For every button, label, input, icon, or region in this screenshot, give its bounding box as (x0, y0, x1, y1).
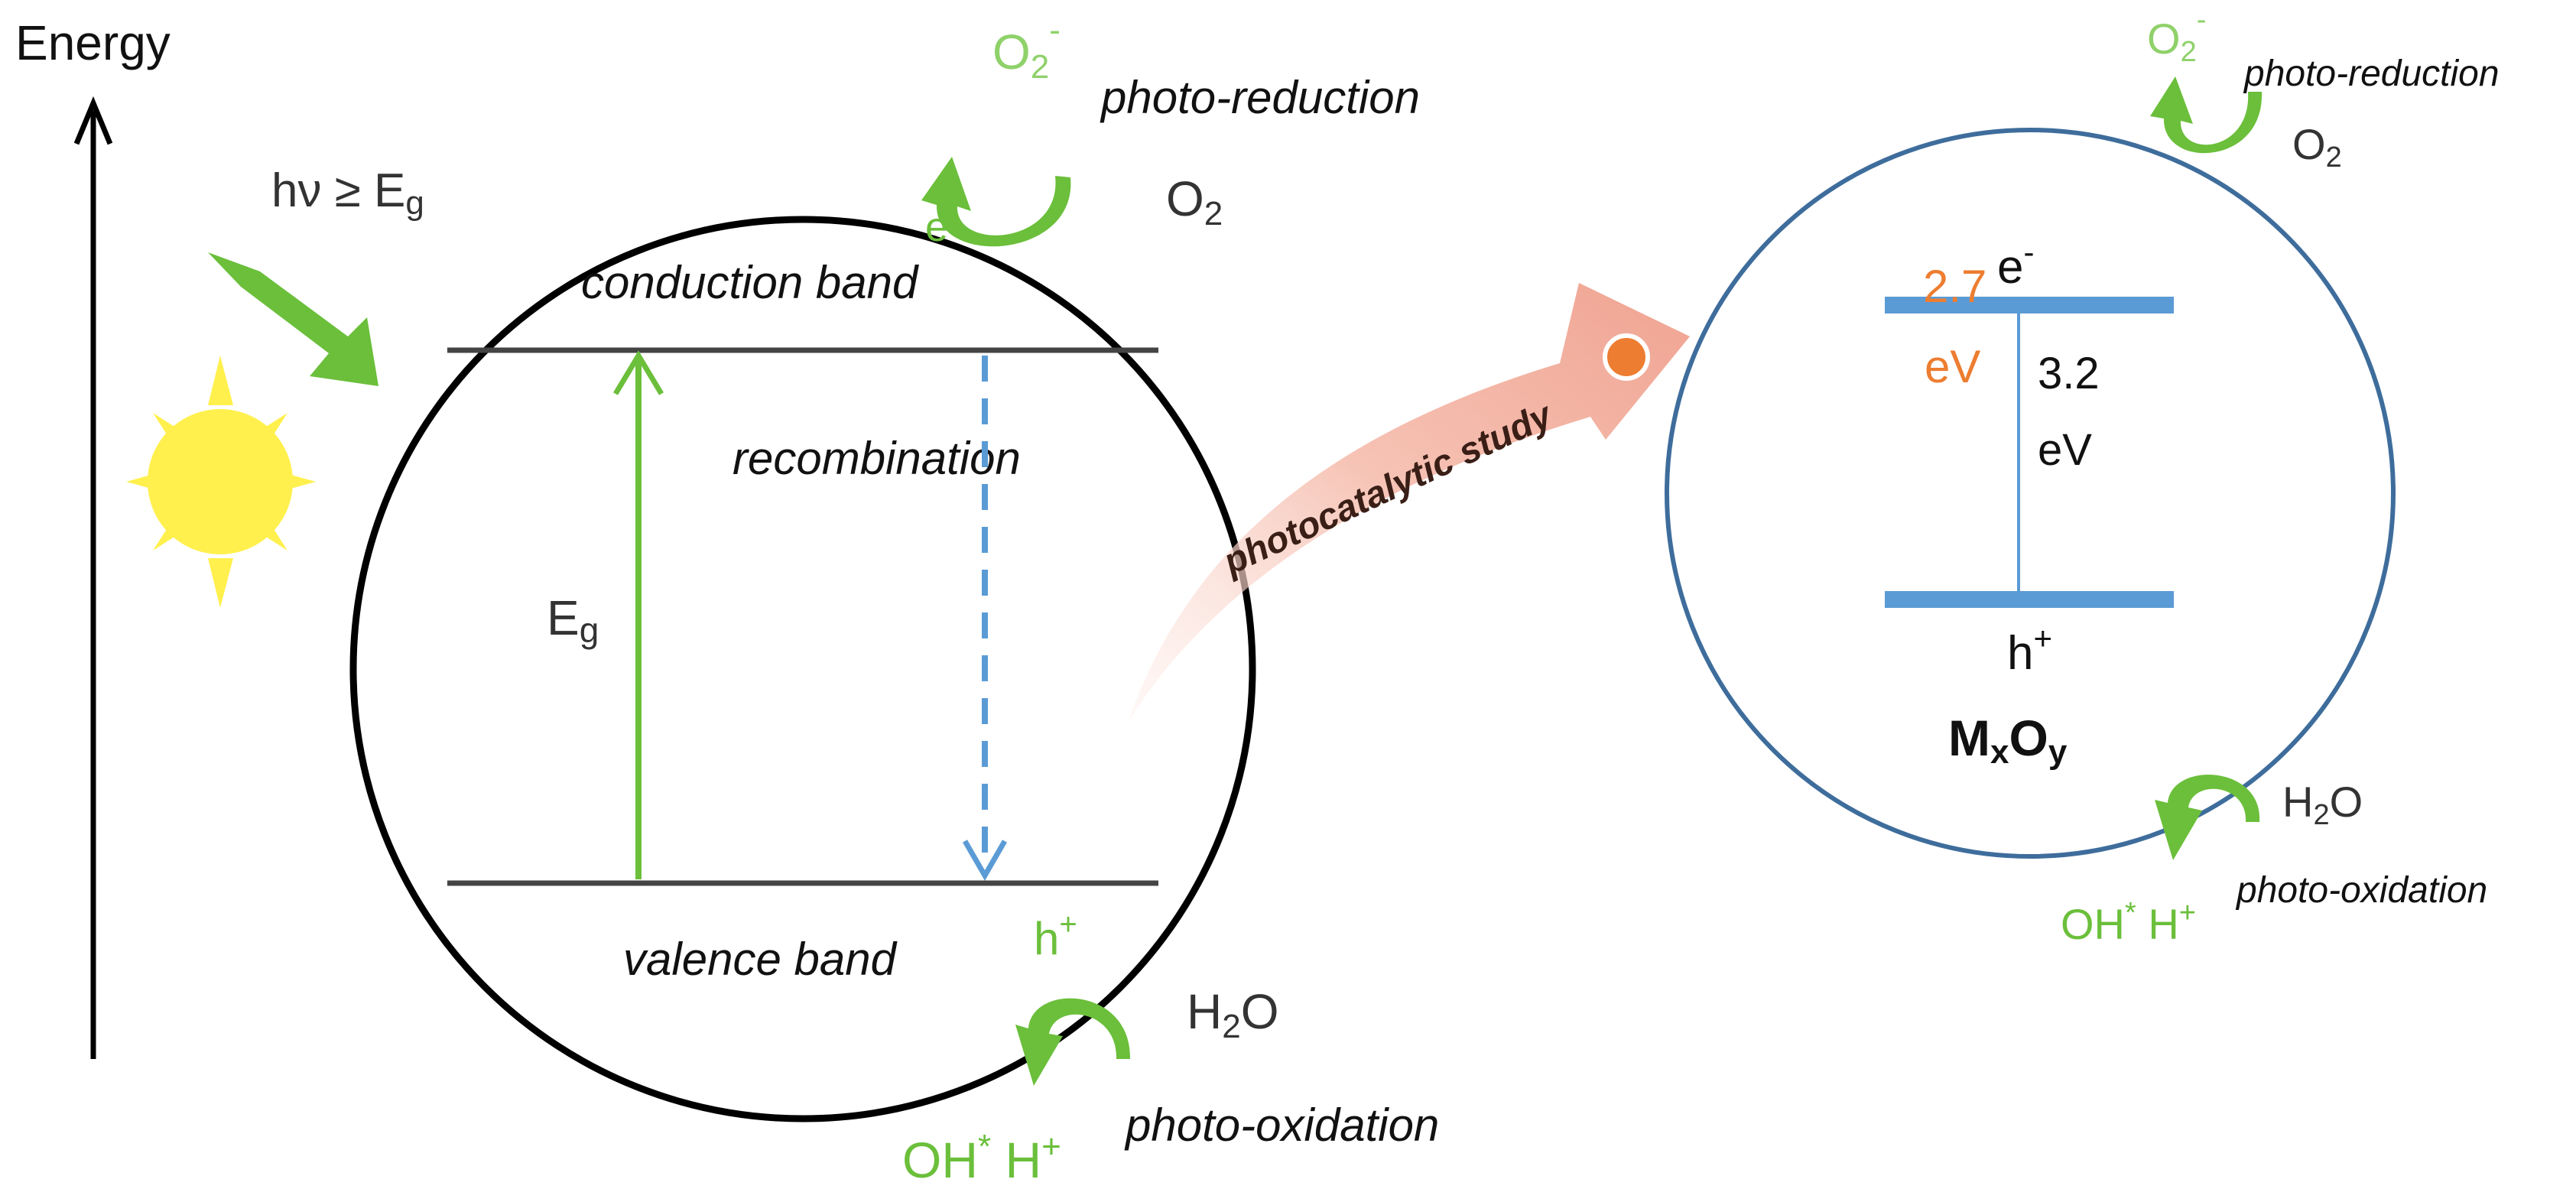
left-superoxide-label: O2- (992, 11, 1061, 86)
light-arrow-icon (208, 252, 378, 386)
catalyst-dot-icon (1603, 333, 1650, 381)
material-cb-value: 2.7 (1923, 261, 1986, 312)
right-reduction-group: O2- O2 photo-reduction (2147, 4, 2500, 174)
material-gap-unit: eV (2038, 425, 2092, 475)
photon-energy-label: hν ≥ Eg (271, 164, 424, 222)
right-hydroxyl-label: OH* H+ (2061, 897, 2196, 948)
right-oxidation-group: H2O OH* H+ photo-oxidation (2061, 775, 2487, 948)
recombination-label: recombination (733, 433, 1021, 484)
left-electron-label: e- (925, 197, 958, 250)
left-oxygen-label: O2 (1166, 171, 1223, 232)
metal-oxide-particle (1665, 128, 2396, 859)
valence-band-label: valence band (623, 934, 898, 985)
material-valence-band (1885, 591, 2174, 608)
left-hole-label: h+ (1034, 908, 1077, 964)
energy-axis-label: Energy (15, 15, 171, 70)
right-photo-oxidation-label: photo-oxidation (2235, 870, 2487, 911)
sun-icon (126, 356, 316, 608)
material-conduction-band (1885, 297, 2174, 313)
right-water-label: H2O (2282, 778, 2363, 831)
right-superoxide-label: O2- (2147, 4, 2206, 68)
left-water-label: H2O (1187, 984, 1278, 1045)
left-reduction-group: O2- O2 e- photo-reduction (921, 11, 1420, 250)
right-oxygen-label: O2 (2292, 120, 2342, 174)
material-hole-label: h+ (2007, 620, 2052, 680)
material-electron-label: e- (1997, 234, 2034, 294)
conduction-band-label: conduction band (581, 257, 919, 308)
excitation-arrow (612, 350, 664, 879)
energy-axis: Energy (15, 15, 171, 1059)
band-gap-label: Eg (547, 590, 599, 650)
right-photo-reduction-label: photo-reduction (2243, 54, 2500, 94)
left-oxidation-curved-arrow-icon (1015, 998, 1131, 1086)
material-gap-value: 3.2 (2038, 349, 2100, 398)
left-oxidation-group: H2O h+ OH* H+ photo-oxidation (902, 908, 1439, 1188)
recombination-arrow (962, 356, 1008, 881)
right-reduction-curved-arrow-icon (2150, 76, 2263, 154)
left-reduction-curved-arrow-icon (921, 157, 1071, 247)
left-hydroxyl-label: OH* H+ (902, 1128, 1061, 1188)
photocatalytic-study-arrow: photocatalytic study (1128, 283, 1690, 723)
semiconductor-particle (349, 216, 1256, 1122)
left-photo-reduction-label: photo-reduction (1100, 72, 1420, 123)
right-oxidation-curved-arrow-icon (2155, 775, 2260, 860)
material-cb-unit: eV (1925, 341, 1980, 392)
material-formula: MxOy (1948, 710, 2068, 771)
photocatalytic-study-label: photocatalytic study (1216, 395, 1559, 583)
left-photo-oxidation-label: photo-oxidation (1124, 1100, 1439, 1151)
